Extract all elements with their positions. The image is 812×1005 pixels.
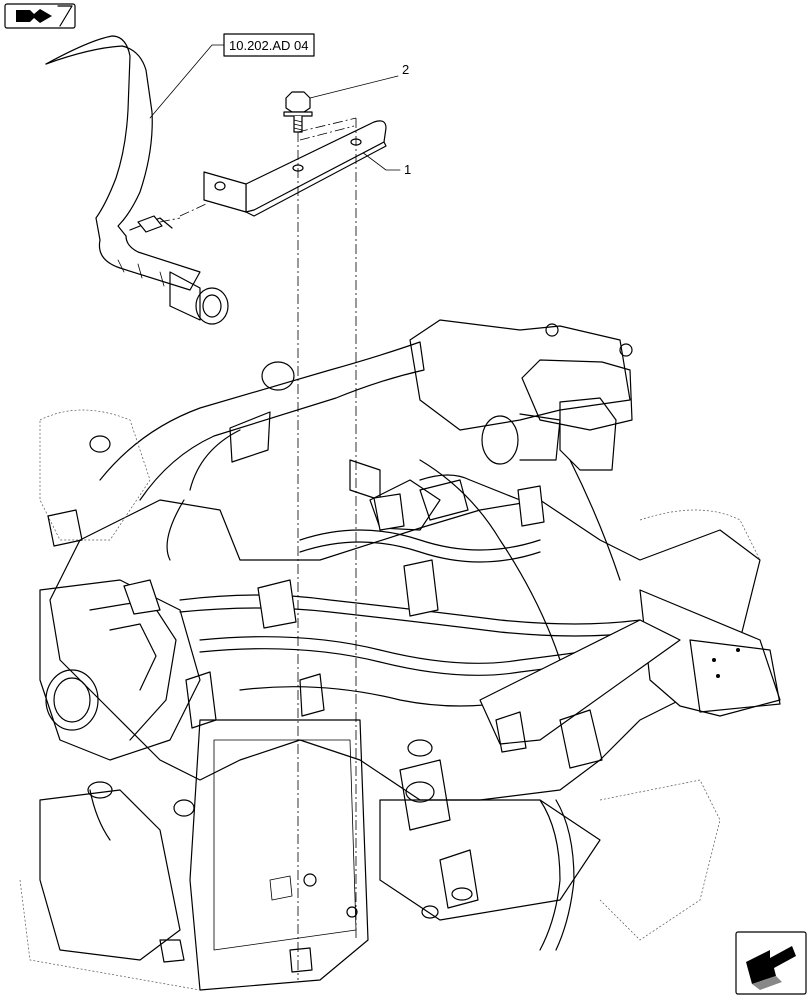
callout-1-number: 1 bbox=[404, 162, 411, 177]
callout-1: 1 bbox=[361, 151, 411, 177]
alignment-lines bbox=[297, 117, 357, 980]
bracket-part bbox=[203, 120, 387, 217]
reference-label[interactable]: 10.202.AD 04 bbox=[229, 38, 309, 53]
callout-2-number: 2 bbox=[402, 62, 409, 77]
bolt-part bbox=[283, 91, 313, 133]
engine-assembly bbox=[19, 319, 781, 991]
reference-label-box: 10.202.AD 04 bbox=[149, 33, 315, 119]
callout-2: 2 bbox=[309, 62, 409, 99]
next-page-arrow-icon[interactable] bbox=[735, 931, 807, 995]
book-arrow-icon[interactable] bbox=[4, 3, 76, 29]
coolant-hose bbox=[45, 35, 229, 325]
